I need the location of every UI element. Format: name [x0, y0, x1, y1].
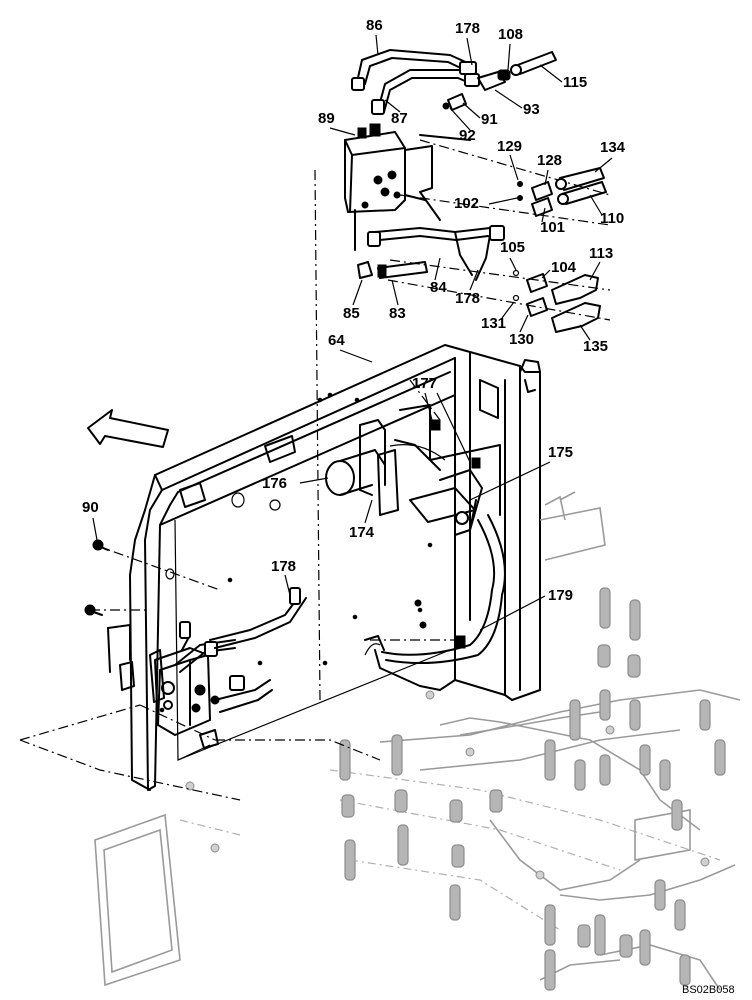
callout-115: 115	[563, 74, 587, 91]
fittings-upper	[442, 51, 607, 333]
callout-110: 110	[600, 210, 624, 227]
callout-128: 128	[537, 152, 562, 169]
callout-108: 108	[498, 26, 523, 43]
callout-174: 174	[349, 524, 375, 541]
callout-64: 64	[328, 332, 345, 349]
upper-valve-block	[344, 123, 471, 221]
ghosted-valve-assembly	[94, 587, 741, 991]
callout-105: 105	[500, 239, 525, 256]
callout-92: 92	[459, 127, 476, 144]
callout-175: 175	[548, 444, 573, 461]
callout-113: 113	[589, 245, 613, 262]
leader-lines	[19, 139, 611, 801]
callout-178-lower: 178	[271, 558, 296, 575]
callout-104: 104	[551, 259, 577, 276]
callout-129: 129	[497, 138, 522, 155]
callout-labels: 86 178 108 115 93 87 89 91 92 129 128 13…	[82, 17, 626, 604]
callout-178-mid: 178	[455, 290, 480, 307]
callout-178-upper: 178	[455, 20, 480, 37]
callout-85: 85	[343, 305, 360, 322]
callout-179: 179	[548, 587, 573, 604]
callout-87: 87	[391, 110, 408, 127]
callout-134: 134	[600, 139, 626, 156]
callout-135: 135	[583, 338, 608, 355]
callout-93: 93	[523, 101, 540, 118]
callout-102: 102	[454, 195, 479, 212]
callout-leaders	[92, 34, 613, 631]
hose-84	[354, 209, 505, 281]
direction-arrow-icon	[87, 409, 169, 448]
callout-91: 91	[481, 111, 498, 128]
callout-176: 176	[262, 475, 287, 492]
lower-valve-block	[84, 539, 307, 749]
callout-89: 89	[318, 110, 335, 127]
callout-177: 177	[412, 375, 437, 392]
hose-86-87	[351, 49, 480, 115]
callout-130: 130	[509, 331, 534, 348]
callout-101: 101	[540, 219, 565, 236]
drawing-reference-code: BS02B058	[682, 984, 735, 996]
callout-83: 83	[389, 305, 406, 322]
mid-bracket-assembly	[325, 404, 506, 665]
mounting-frame	[107, 344, 606, 791]
callout-131: 131	[481, 315, 506, 332]
callout-90: 90	[82, 499, 99, 516]
callout-86: 86	[366, 17, 383, 34]
callout-84: 84	[430, 279, 447, 296]
